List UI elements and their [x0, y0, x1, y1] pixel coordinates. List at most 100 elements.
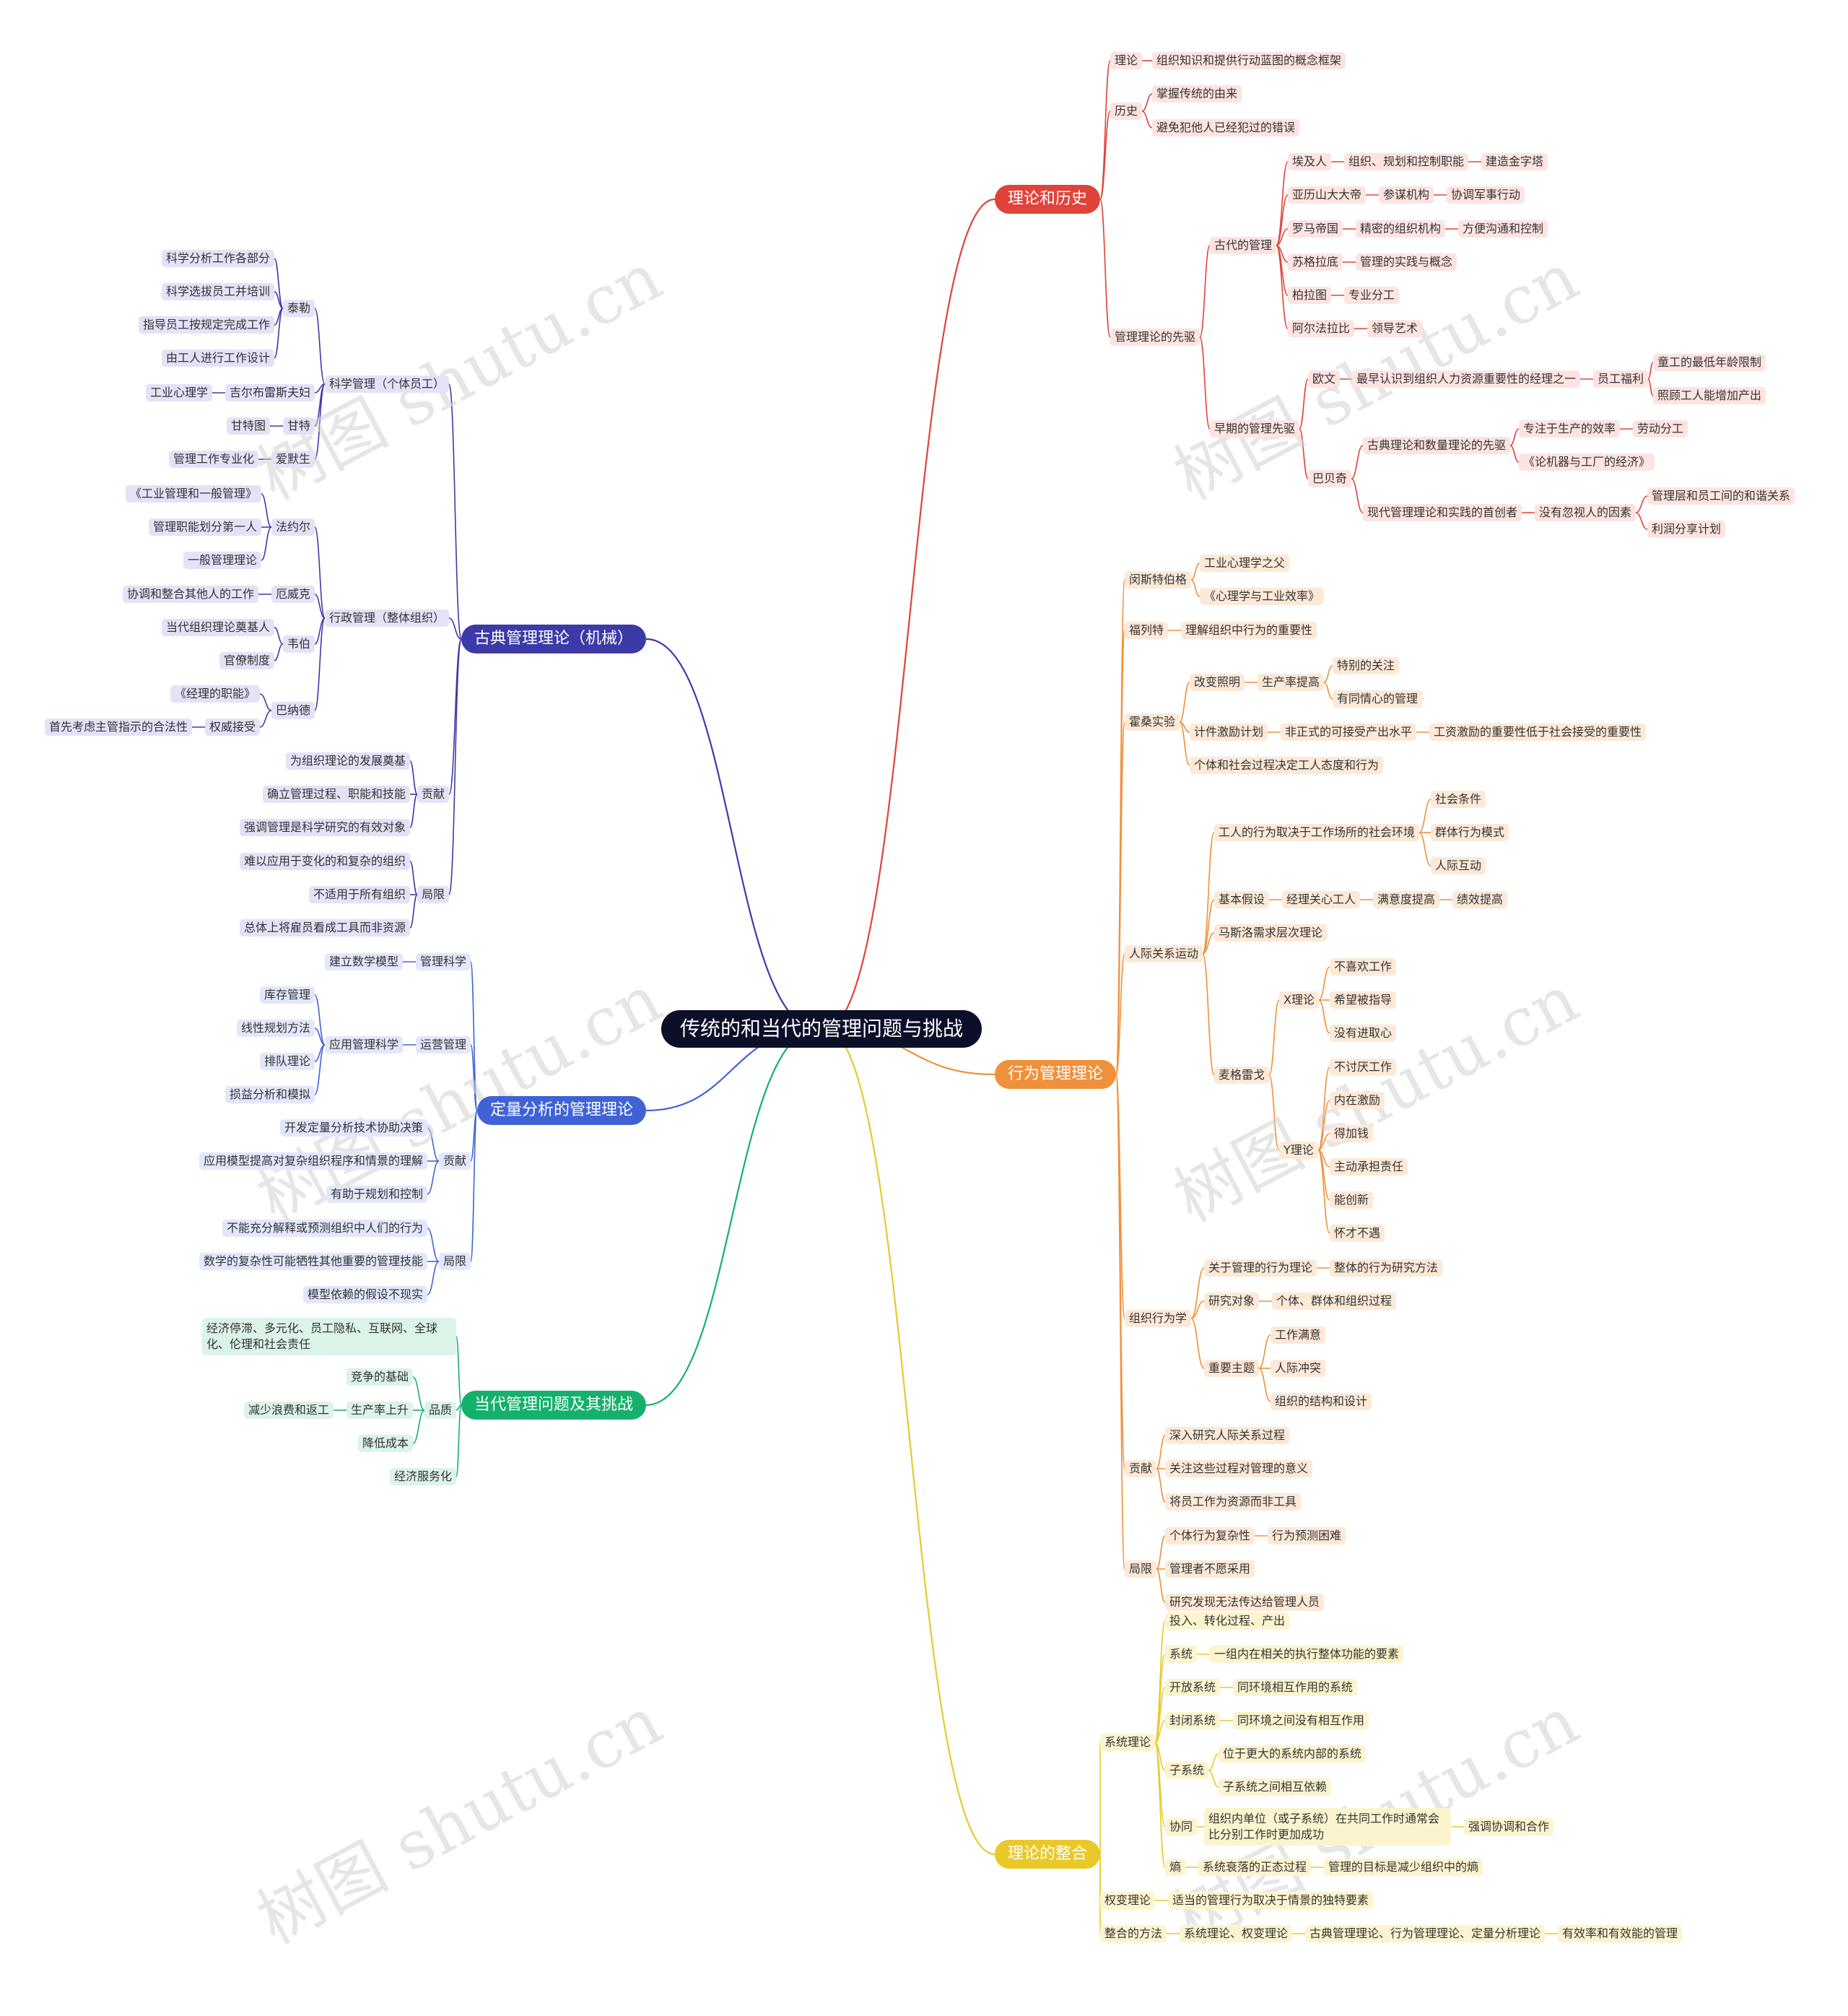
in-closed[interactable]: 封闭系统	[1165, 1712, 1221, 1729]
be-mu-0[interactable]: 工业心理学之父	[1200, 555, 1290, 572]
be-lm-c[interactable]: 个体行为复杂性	[1165, 1527, 1255, 1544]
be-ob-a1[interactable]: 整体的行为研究方法	[1330, 1259, 1443, 1277]
be-hr-m[interactable]: 马斯洛需求层次理论	[1214, 924, 1328, 942]
qa-lm2[interactable]: 模型依赖的假设不现实	[303, 1286, 428, 1303]
th-anc-egypt-2[interactable]: 建造金字塔	[1481, 153, 1548, 170]
in-system1[interactable]: 一组内在相关的执行整体功能的要素	[1210, 1646, 1404, 1663]
be-ct2[interactable]: 将员工作为资源而非工具	[1165, 1493, 1302, 1511]
qa-ms1[interactable]: 建立数学模型	[325, 953, 404, 970]
be-ob-a[interactable]: 关于管理的行为理论	[1204, 1259, 1317, 1277]
cl-lm0[interactable]: 难以应用于变化的和复杂的组织	[240, 853, 411, 870]
in-m-c[interactable]: 有效率和有效能的管理	[1558, 1925, 1683, 1942]
be-ha-pc-1[interactable]: 非正式的可接受产出水平	[1281, 724, 1417, 741]
th-anc-socrates-0[interactable]: 苏格拉底	[1288, 253, 1343, 271]
cl-fay0[interactable]: 《工业管理和一般管理》	[126, 485, 262, 503]
qa-ct0[interactable]: 开发定量分析技术协助决策	[280, 1119, 428, 1137]
co-q[interactable]: 品质	[424, 1402, 457, 1419]
cl-fay2[interactable]: 一般管理理论	[183, 552, 262, 569]
th-anc-alexander-1[interactable]: 参谋机构	[1379, 186, 1434, 204]
cl-fay[interactable]: 法约尔	[271, 518, 315, 536]
th-owen-d[interactable]: 最早认识到组织人力资源重要性的经理之一	[1352, 370, 1581, 388]
cl-sci[interactable]: 科学管理（个体员工）	[325, 375, 450, 393]
in-sys[interactable]: 系统理论	[1100, 1734, 1156, 1751]
th-bab-m1[interactable]: 利润分享计划	[1647, 521, 1726, 538]
cl-lm[interactable]: 局限	[417, 886, 450, 903]
cl-web1[interactable]: 官僚制度	[219, 652, 275, 669]
be-ha-pc-0[interactable]: 计件激励计划	[1190, 724, 1268, 741]
cl-bar-a[interactable]: 权威接受	[205, 718, 261, 736]
qa-ap[interactable]: 应用管理科学	[325, 1036, 404, 1053]
in-sub0[interactable]: 位于更大的系统内部的系统	[1219, 1745, 1367, 1763]
be-ct0[interactable]: 深入研究人际关系过程	[1165, 1427, 1290, 1444]
be-mc[interactable]: 麦格雷戈	[1214, 1066, 1270, 1084]
th-anc-plato-1[interactable]: 专业分工	[1344, 287, 1400, 304]
in-sub[interactable]: 子系统	[1165, 1762, 1209, 1779]
be-ha-s[interactable]: 个体和社会过程决定工人态度和行为	[1190, 757, 1384, 774]
th-owen-0[interactable]: 童工的最低年龄限制	[1653, 354, 1766, 371]
be-hr[interactable]: 人际关系运动	[1125, 945, 1203, 963]
th-anc-alfarabi-1[interactable]: 领导艺术	[1367, 320, 1423, 337]
be-hr-a-3[interactable]: 绩效提高	[1452, 891, 1508, 908]
cl-lm1[interactable]: 不适用于所有组织	[309, 886, 411, 903]
be-ob-t0[interactable]: 工作满意	[1270, 1326, 1326, 1344]
qa-op2[interactable]: 排队理论	[260, 1053, 315, 1070]
qa-ct2[interactable]: 有助于规划和控制	[326, 1186, 428, 1203]
be-hr-e1[interactable]: 群体行为模式	[1431, 824, 1509, 841]
in-syn-d[interactable]: 组织内单位（或子系统）在共同工作时通常会比分别工作时更加成功	[1204, 1808, 1451, 1846]
qa-lm1[interactable]: 数学的复杂性可能牺牲其他重要的管理技能	[199, 1253, 428, 1270]
be-ct[interactable]: 贡献	[1125, 1460, 1157, 1477]
cl-bar[interactable]: 巴纳德	[271, 702, 315, 719]
cl-ct0[interactable]: 为组织理论的发展奠基	[286, 752, 411, 770]
be-fo[interactable]: 福列特	[1125, 622, 1169, 639]
cl-web0[interactable]: 当代组织理论奠基人	[162, 619, 275, 636]
in-ent-1[interactable]: 系统衰落的正态过程	[1198, 1859, 1312, 1876]
qa-lm[interactable]: 局限	[439, 1253, 471, 1270]
co-env[interactable]: 经济停滞、多元化、员工隐私、互联网、全球化、伦理和社会责任	[202, 1318, 456, 1355]
in-sub1[interactable]: 子系统之间相互依赖	[1219, 1778, 1332, 1796]
be-y1[interactable]: 内在激励	[1330, 1092, 1385, 1109]
th-anc-alexander-2[interactable]: 协调军事行动	[1447, 186, 1525, 204]
be-ha[interactable]: 霍桑实验	[1125, 713, 1180, 731]
cl-fol[interactable]: 厄威克	[271, 586, 315, 603]
th-anc-alexander-0[interactable]: 亚历山大大帝	[1288, 186, 1367, 204]
qa-ops[interactable]: 运营管理	[416, 1036, 471, 1053]
in-system[interactable]: 系统	[1165, 1646, 1198, 1663]
cl-ct[interactable]: 贡献	[417, 786, 450, 803]
cl-bar-ad[interactable]: 首先考虑主管指示的合法性	[45, 718, 193, 736]
th-owen-1[interactable]: 照顾工人能增加产出	[1653, 387, 1766, 404]
qa[interactable]: 定量分析的管理理论	[477, 1096, 647, 1125]
th-anc-alfarabi-0[interactable]: 阿尔法拉比	[1288, 320, 1355, 337]
in-ent-2[interactable]: 管理的目标是减少组织中的熵	[1324, 1859, 1483, 1876]
cl-tay0[interactable]: 科学分析工作各部分	[162, 250, 275, 267]
co[interactable]: 当代管理问题及其挑战	[461, 1391, 647, 1420]
in-closed1[interactable]: 同环境之间没有相互作用	[1233, 1712, 1369, 1729]
th-anc[interactable]: 古代的管理	[1210, 237, 1277, 254]
be-hr-e0[interactable]: 社会条件	[1431, 791, 1486, 808]
be-x2[interactable]: 没有进取心	[1330, 1025, 1397, 1042]
cl-tay[interactable]: 泰勒	[283, 300, 315, 317]
be-mu[interactable]: 闵斯特伯格	[1125, 571, 1192, 588]
be-lm1[interactable]: 研究发现无法传达给管理人员	[1165, 1594, 1325, 1611]
th-hist-1[interactable]: 避免犯他人已经犯过的错误	[1152, 119, 1300, 136]
th-early[interactable]: 早期的管理先驱	[1210, 420, 1300, 438]
cl-bar-b[interactable]: 《经理的职能》	[170, 685, 261, 703]
be-y[interactable]: Y理论	[1279, 1142, 1318, 1159]
in-cg1[interactable]: 适当的管理行为取决于情景的独特要素	[1168, 1892, 1374, 1909]
be-fo-1[interactable]: 理解组织中行为的重要性	[1181, 622, 1317, 639]
be-x[interactable]: X理论	[1279, 991, 1319, 1009]
th-pio[interactable]: 管理理论的先驱	[1110, 329, 1200, 346]
th-anc-socrates-1[interactable]: 管理的实践与概念	[1356, 253, 1457, 271]
th-anc-egypt-1[interactable]: 组织、规划和控制职能	[1344, 153, 1469, 170]
co-q1[interactable]: 生产率上升	[346, 1402, 414, 1419]
qa-ct1[interactable]: 应用模型提高对复杂组织程序和情景的理解	[199, 1152, 428, 1170]
be-ct1[interactable]: 关注这些过程对管理的意义	[1165, 1460, 1313, 1477]
qa-op3[interactable]: 损益分析和模拟	[225, 1086, 315, 1103]
th-bab-p[interactable]: 古典理论和数量理论的先驱	[1363, 437, 1511, 454]
be-ha-p0[interactable]: 特别的关注	[1333, 657, 1400, 674]
th-bab-f[interactable]: 没有忽视人的因素	[1535, 504, 1636, 521]
cl-lm2[interactable]: 总体上将雇员看成工具而非资源	[240, 919, 411, 937]
be-x0[interactable]: 不喜欢工作	[1330, 958, 1397, 976]
in-ipo[interactable]: 投入、转化过程、产出	[1165, 1612, 1290, 1630]
in-open[interactable]: 开放系统	[1165, 1679, 1221, 1696]
co-q0[interactable]: 竞争的基础	[346, 1368, 414, 1386]
